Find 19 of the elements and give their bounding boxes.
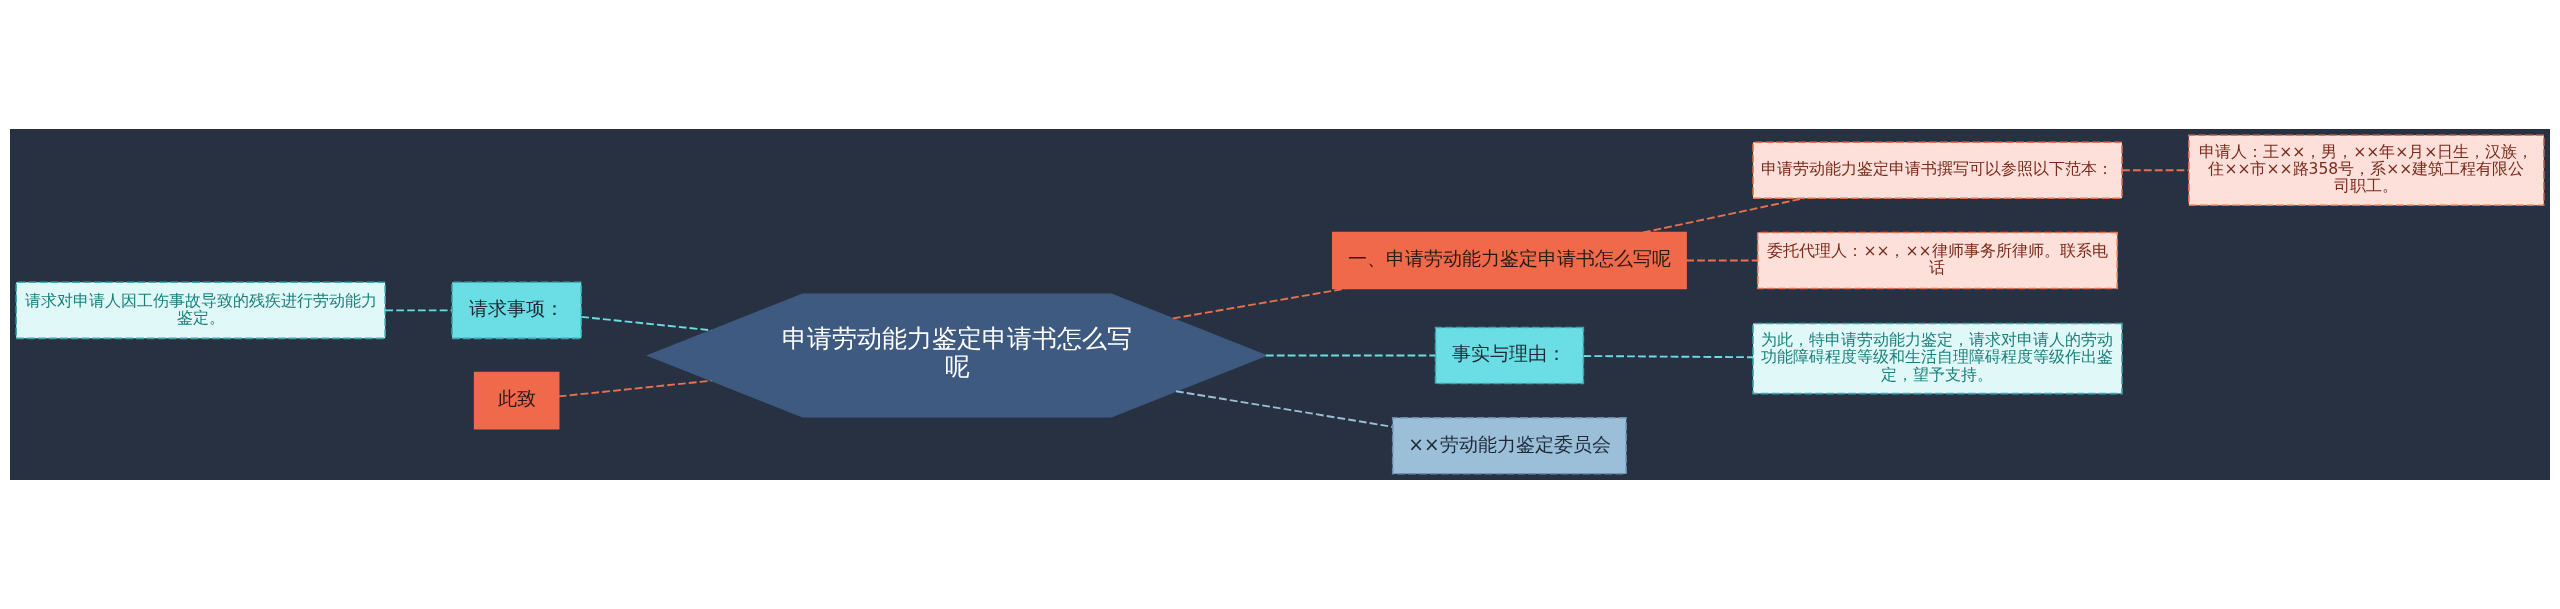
connector [384, 309, 453, 312]
node-box: 此致 [473, 371, 560, 430]
node-box: ××劳动能力鉴定委员会 [1391, 416, 1627, 475]
connector [1264, 354, 1436, 357]
connector [580, 315, 713, 332]
connector [2121, 169, 2190, 172]
node-box: 一、申请劳动能力鉴定申请书怎么写呢 [1332, 231, 1687, 290]
node-box: 申请劳动能力鉴定申请书撰写可以参照以下范本： [1752, 141, 2123, 200]
node-box: 申请人：王××，男，××年×月×日生，汉族，住××市××路358号，系××建筑工程有限公司职工。 [2188, 134, 2545, 207]
node-box: 委托代理人：××，××律师事务所律师。联系电话 [1756, 231, 2119, 290]
node-box: 事实与理由： [1434, 326, 1585, 385]
connector [1582, 355, 1754, 359]
connector [1175, 390, 1393, 428]
connector [1172, 287, 1347, 320]
connector [1642, 197, 1805, 234]
node-box: 为此，特申请劳动能力鉴定，请求对申请人的劳动功能障碍程度等级和生活自理障碍程度等级作出鉴定，望予支持。 [1752, 322, 2123, 395]
node-box: 请求对申请人因工伤事故导致的残疾进行劳动能力鉴定。 [15, 281, 386, 340]
connector [1685, 259, 1759, 262]
node-box: 请求事项： [451, 281, 583, 340]
